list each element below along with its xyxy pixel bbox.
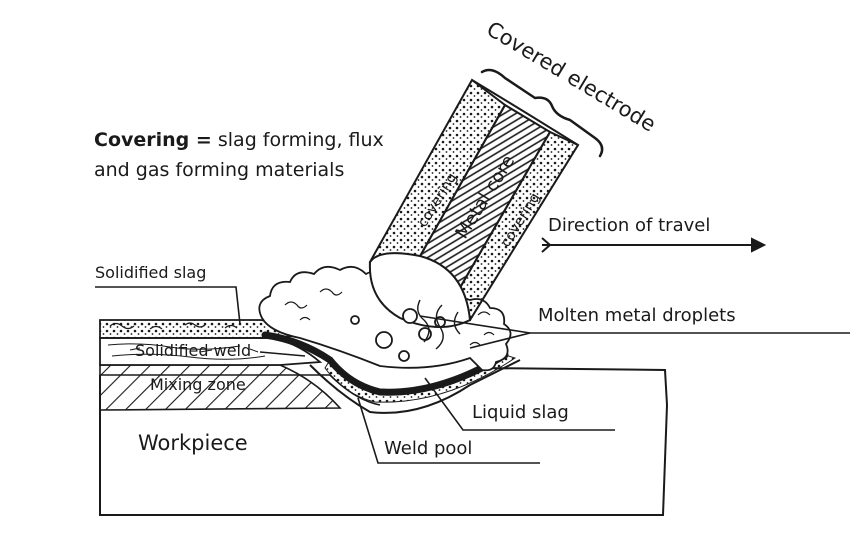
covering-note-line1: Covering = slag forming, flux xyxy=(94,129,384,151)
arc-lines xyxy=(417,299,461,350)
label-direction-of-travel: Direction of travel xyxy=(548,215,710,236)
label-mixing-zone: Mixing zone xyxy=(150,375,246,394)
label-solidified-slag: Solidified slag xyxy=(95,263,206,282)
leader-lines xyxy=(95,286,850,464)
weld-pool-lower-edge xyxy=(309,359,521,414)
direction-arrow-icon xyxy=(541,237,767,253)
covered-electrode xyxy=(368,78,580,329)
label-weld-pool: Weld pool xyxy=(384,438,472,459)
label-molten-metal-droplets: Molten metal droplets xyxy=(538,305,736,326)
gas-shield-cloud xyxy=(258,265,512,372)
covering-note-line2: and gas forming materials xyxy=(94,159,344,181)
liquid-slag-band xyxy=(324,354,517,403)
electrode-brace xyxy=(480,68,604,158)
gas-shield-texture xyxy=(284,288,495,346)
mixing-zone-area xyxy=(99,364,342,411)
label-workpiece: Workpiece xyxy=(138,431,248,455)
label-liquid-slag: Liquid slag xyxy=(472,402,569,423)
electrode-tip-bulb xyxy=(368,252,472,329)
solidified-slag-texture xyxy=(109,322,238,330)
label-solidified-weld: Solidified weld xyxy=(135,341,251,360)
solidified-weld-texture xyxy=(107,343,266,360)
electrode-top-end xyxy=(471,79,579,146)
